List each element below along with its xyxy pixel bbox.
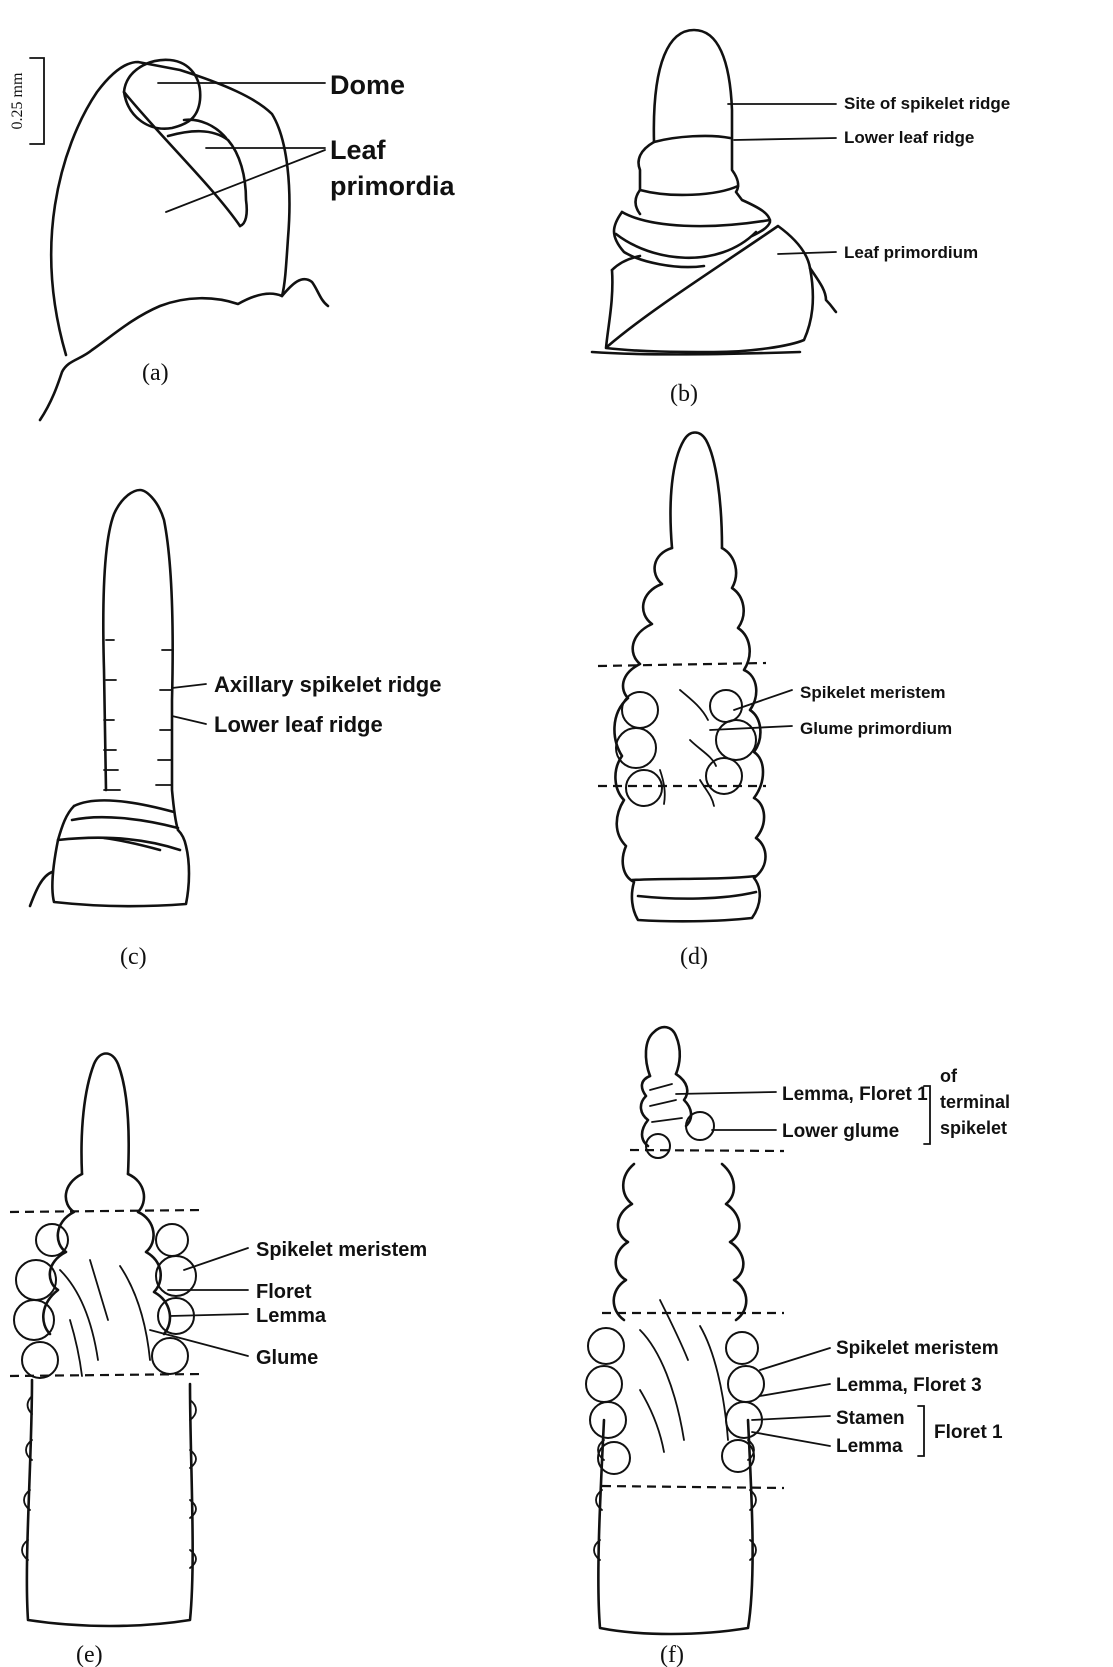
- leader-lines-a: [158, 83, 325, 212]
- label-leaf-primordium: Leaf primordium: [844, 243, 978, 262]
- label-lemma-floret-3: Lemma, Floret 3: [836, 1375, 982, 1396]
- panel-a: 0.25 mm Dome Leaf primordia (a): [9, 58, 456, 420]
- label-spikelet-meristem-f: Spikelet meristem: [836, 1338, 999, 1359]
- label-glume-e: Glume: [256, 1347, 318, 1369]
- label-leaf: Leaf: [330, 135, 387, 165]
- inflorescence-f: [586, 1027, 764, 1634]
- shoot-apex-c: [30, 490, 189, 906]
- leader-lines-b: [728, 104, 836, 254]
- scale-bar-label: 0.25 mm: [9, 72, 26, 129]
- shoot-apex-a: [40, 60, 328, 420]
- panel-d: Spikelet meristem Glume primordium (d): [598, 433, 952, 971]
- caption-b: (b): [670, 381, 698, 407]
- label-lemma-e: Lemma: [256, 1305, 327, 1327]
- brackets-f: [918, 1086, 930, 1456]
- panel-f: Lemma, Floret 1 Lower glume of terminal …: [586, 1027, 1010, 1667]
- label-site-of-spikelet-ridge: Site of spikelet ridge: [844, 94, 1010, 113]
- label-axillary-spikelet-ridge: Axillary spikelet ridge: [214, 672, 441, 697]
- label-stamen: Stamen: [836, 1408, 905, 1429]
- label-spikelet-meristem-d: Spikelet meristem: [800, 683, 946, 702]
- caption-e: (e): [76, 1642, 103, 1667]
- label-lower-leaf-ridge-b: Lower leaf ridge: [844, 128, 974, 147]
- label-lemma-floret-1-terminal: Lemma, Floret 1: [782, 1084, 928, 1105]
- label-lower-glume: Lower glume: [782, 1121, 899, 1142]
- caption-f: (f): [660, 1642, 684, 1667]
- label-primordia: primordia: [330, 171, 456, 201]
- label-lower-leaf-ridge-c: Lower leaf ridge: [214, 712, 383, 737]
- label-lemma-f: Lemma: [836, 1436, 903, 1457]
- scale-bar: 0.25 mm: [9, 58, 44, 144]
- caption-c: (c): [120, 944, 147, 970]
- leader-lines-f: [676, 1092, 830, 1446]
- inflorescence-e: [14, 1054, 196, 1627]
- label-glume-primordium: Glume primordium: [800, 719, 952, 738]
- label-spikelet: spikelet: [940, 1118, 1007, 1138]
- caption-d: (d): [680, 944, 708, 970]
- leader-lines-c: [172, 684, 206, 724]
- label-floret-e: Floret: [256, 1281, 312, 1303]
- shoot-apex-b: [592, 30, 836, 354]
- label-of: of: [940, 1066, 958, 1086]
- inflorescence-d: [614, 433, 765, 922]
- panel-b: Site of spikelet ridge Lower leaf ridge …: [592, 30, 1010, 407]
- label-dome: Dome: [330, 70, 405, 100]
- label-spikelet-meristem-e: Spikelet meristem: [256, 1239, 427, 1261]
- label-terminal: terminal: [940, 1092, 1010, 1112]
- label-floret-1: Floret 1: [934, 1422, 1003, 1443]
- panel-c: Axillary spikelet ridge Lower leaf ridge…: [30, 490, 441, 970]
- panel-e: Spikelet meristem Floret Lemma Glume (e): [10, 1054, 427, 1667]
- caption-a: (a): [142, 360, 169, 386]
